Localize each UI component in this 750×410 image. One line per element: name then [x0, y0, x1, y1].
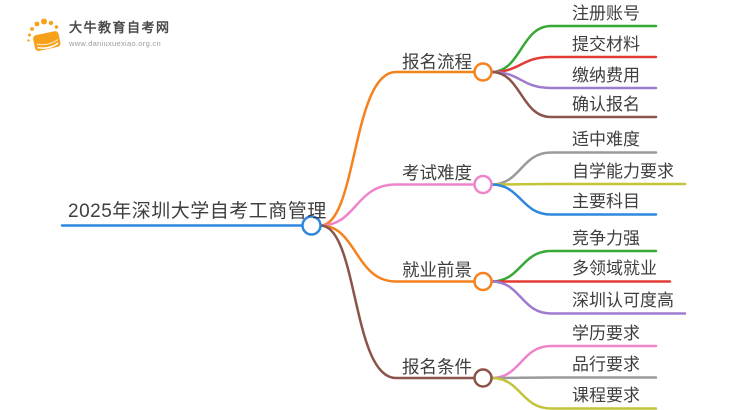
leaf-label: 学历要求 — [572, 324, 640, 343]
branch-2-node-toggle[interactable] — [473, 174, 493, 195]
leaf-label: 多领域就业 — [572, 259, 657, 278]
link-root-to-branch-2 — [319, 183, 476, 227]
branch-3-node-toggle[interactable] — [473, 271, 493, 292]
site-url: www.daniuxuexiao.org.cn — [69, 39, 161, 48]
link-branch3-leaf-3 — [490, 280, 687, 315]
link-branch2-leaf-1 — [490, 151, 658, 186]
site-name: 大牛教育自考网 — [69, 20, 171, 35]
leaf-label: 品行要求 — [572, 355, 640, 374]
link-root-to-branch-1 — [319, 70, 476, 227]
branch-1-label: 报名流程 — [402, 52, 472, 72]
link-branch2-leaf-3 — [490, 183, 658, 216]
logo-book-shape — [33, 31, 61, 51]
logo-text-block: 大牛教育自考网 www.daniuxuexiao.org.cn — [69, 12, 171, 48]
leaf-label: 主要科目 — [572, 192, 640, 211]
link-branch4-leaf-2 — [490, 376, 658, 380]
link-branch2-leaf-2 — [490, 182, 687, 186]
link-branch1-leaf-1 — [490, 24, 658, 74]
leaf-label: 竞争力强 — [572, 229, 640, 248]
leaf-label: 自学能力要求 — [572, 162, 674, 181]
link-branch4-leaf-3 — [490, 376, 658, 410]
branch-1-node-toggle[interactable] — [473, 62, 493, 82]
link-branch1-leaf-4 — [490, 70, 658, 119]
site-logo: 大牛教育自考网 www.daniuxuexiao.org.cn — [20, 12, 171, 54]
link-root-to-branch-4 — [319, 224, 476, 380]
leaf-label: 缴纳费用 — [572, 66, 640, 85]
branch-3-label: 就业前景 — [402, 260, 472, 280]
leaf-label: 深圳认可度高 — [572, 291, 674, 310]
leaf-label: 确认报名 — [572, 95, 640, 114]
branch-4-node-toggle[interactable] — [473, 368, 493, 388]
leaf-label: 课程要求 — [572, 386, 640, 405]
leaf-label: 提交材料 — [572, 35, 640, 54]
branch-4-label: 报名条件 — [402, 357, 472, 377]
logo-ray-dots — [27, 18, 59, 42]
branch-2-label: 考试难度 — [402, 163, 472, 183]
root-node-toggle[interactable] — [301, 215, 322, 236]
link-branch4-leaf-1 — [490, 344, 658, 380]
leaf-label: 适中难度 — [572, 130, 640, 149]
root-label: 2025年深圳大学自考工商管理 — [68, 201, 327, 222]
link-root-to-branch-3 — [319, 224, 476, 283]
logo-book-icon — [27, 18, 61, 51]
leaf-label: 注册账号 — [572, 4, 640, 23]
